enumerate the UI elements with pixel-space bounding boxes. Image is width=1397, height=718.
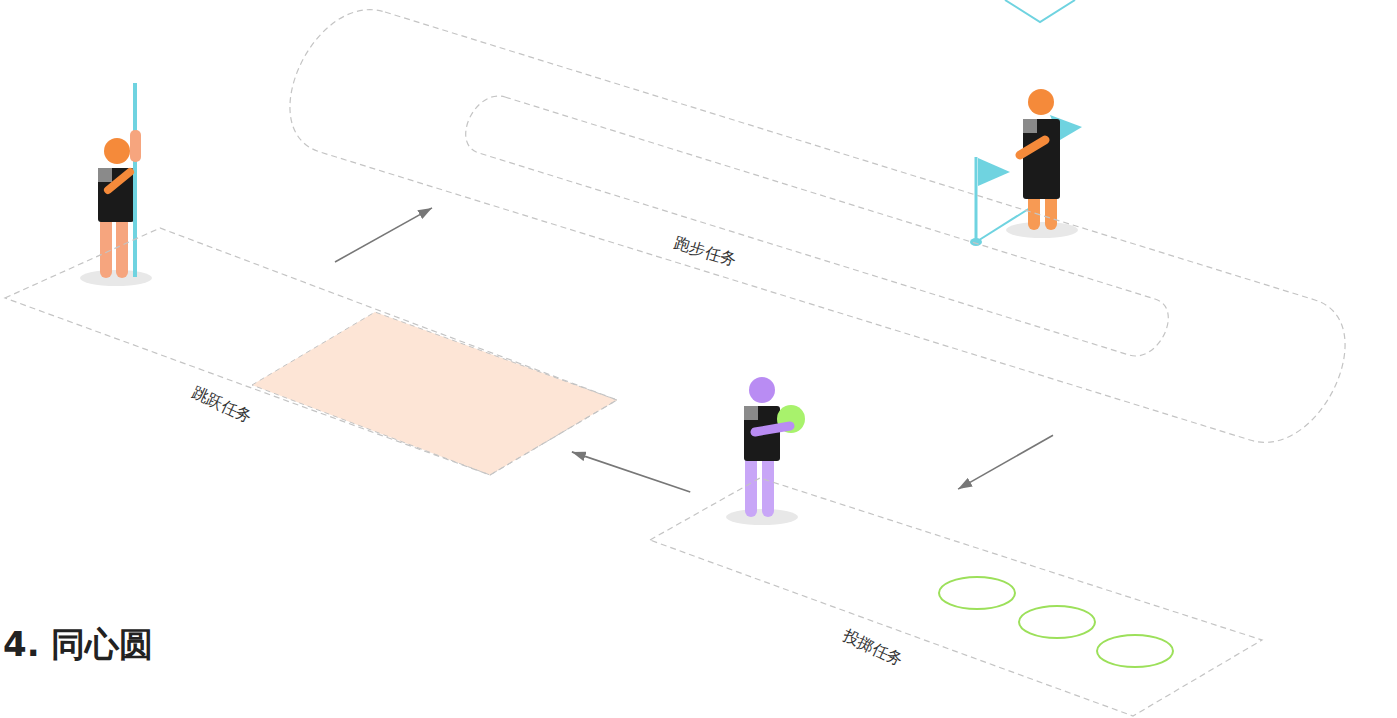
dashed-outline (466, 96, 1169, 356)
head (1028, 89, 1054, 115)
flow-arrow (572, 452, 690, 492)
flow-arrow (335, 208, 432, 262)
head (749, 377, 775, 403)
arm (1020, 140, 1045, 155)
zone-label: 跑步任务 (671, 233, 738, 271)
dashed-outline (290, 10, 1345, 443)
flag-pole (975, 157, 978, 242)
zone-outline (270, 0, 1395, 462)
shoulder (744, 406, 758, 420)
person-with-ball (726, 377, 805, 525)
flag-base (970, 238, 982, 246)
head (104, 138, 130, 164)
shadow (726, 509, 798, 525)
target-ring (939, 577, 1015, 609)
leg (100, 216, 112, 278)
dashed-outline (5, 228, 617, 475)
body (98, 168, 134, 222)
jump-zone: 跳跃任务 (0, 222, 625, 480)
jump-pit (252, 312, 617, 475)
body (1023, 119, 1060, 199)
diamond-marker (1005, 0, 1075, 22)
zone-outline (645, 470, 1265, 718)
pole (133, 83, 137, 277)
dashed-outline (650, 478, 1262, 716)
zone-outline (0, 222, 625, 480)
flow-arrow (958, 435, 1053, 489)
arm (755, 426, 790, 432)
flag (978, 158, 1010, 186)
arm (130, 130, 141, 162)
section-heading: 4. 同心圆 (3, 622, 153, 668)
target-ring (1019, 606, 1095, 638)
target-ring (1097, 635, 1173, 667)
zone-label: 跳跃任务 (189, 382, 255, 427)
shoulder (98, 168, 112, 182)
arm (108, 172, 130, 190)
running-track: 跑步任务 (270, 0, 1395, 462)
shoulder (1023, 119, 1037, 133)
shadow (80, 270, 152, 286)
throw-zone: 投掷任务 (645, 470, 1265, 718)
zone-label: 投掷任务 (840, 625, 906, 670)
person-with-pole (80, 83, 152, 286)
shadow (1006, 222, 1078, 238)
leg (762, 455, 774, 517)
